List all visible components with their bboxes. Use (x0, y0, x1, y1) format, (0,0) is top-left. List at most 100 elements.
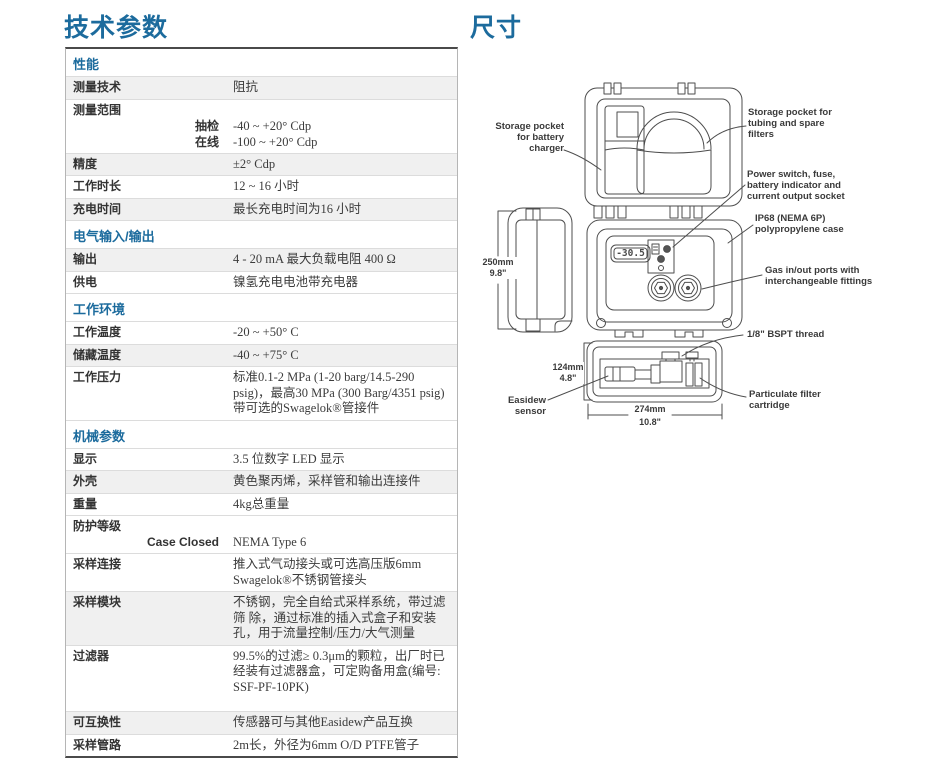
row-label: 采样连接 (73, 557, 122, 571)
table-row: 充电时间 最长充电时间为16 小时 (66, 197, 457, 220)
row-label: 测量技术 (73, 80, 122, 94)
display-value: -30.5 (616, 248, 645, 259)
row-value: 阻抗 (233, 80, 259, 94)
dimension-width-mm-label: 274mm (634, 404, 666, 414)
callout-storage-tubing: Storage pocket for tubing and spare filt… (748, 107, 832, 140)
output-socket (658, 265, 664, 271)
case-front-view (586, 219, 743, 338)
row-label: 充电时间 (73, 201, 122, 216)
row-label: 重量 (73, 496, 98, 511)
row-label: 采样管路 (73, 737, 122, 752)
table-row: 工作温度 -20 ~ +50° C (66, 321, 457, 344)
dimension-depth-label: 124mm 4.8" (552, 362, 584, 384)
callout-gas-ports: Gas in/out ports with interchangeable fi… (765, 265, 873, 287)
case-screw (722, 318, 732, 328)
dimension-width-in-label: 10.8" (639, 417, 661, 427)
row-value: 黄色聚丙烯，采样管和输出连接件 (233, 474, 421, 488)
callout-leader-lines (547, 125, 763, 401)
row-value: 4 - 20 mA 最大负载电阻 400 Ω (233, 252, 396, 266)
case-side-view (507, 207, 573, 333)
section-header-mechanical: 机械参数 (66, 419, 457, 448)
section-header-electrical: 电气输入/输出 (66, 220, 457, 248)
case-section-view (586, 340, 723, 403)
subrow-value: NEMA Type 6 (233, 535, 307, 549)
table-row: 工作时长 12 ~ 16 小时 (66, 175, 457, 198)
power-switch-panel (647, 239, 675, 274)
bspt-thread-fitting (661, 351, 699, 362)
gas-port-icon (674, 274, 702, 302)
table-row: 过滤器 99.5%的过滤≥ 0.3μm的颗粒，出厂时已经装有过滤器盒，可定购备用… (66, 644, 457, 712)
easidew-sensor-drawing (604, 360, 683, 384)
table-row: 外壳 黄色聚丙烯，采样管和输出连接件 (66, 470, 457, 493)
subrow-key: 抽检 (194, 118, 219, 133)
row-value: ±2° Cdp (233, 156, 276, 171)
subrow-value: -100 ~ +20° Cdp (233, 134, 318, 149)
row-value: -40 ~ +75° C (233, 347, 299, 362)
dimension-lines (497, 210, 723, 420)
table-row: 采样模块 不锈钢，完全自给式采样系统，带过滤筛 除，通过标准的插入式盒子和安装孔… (66, 591, 457, 645)
row-label: 供电 (73, 274, 98, 289)
battery-charger-pocket (604, 105, 645, 195)
case-screw (596, 318, 606, 328)
row-value: 传感器可与其他Easidew产品互换 (233, 715, 413, 729)
tubing-pocket (636, 111, 712, 195)
row-value: 最长充电时间为16 小时 (233, 201, 362, 216)
row-label: 过滤器 (73, 648, 110, 663)
spec-table: 性能 测量技术 阻抗 测量范围 抽检 -40 ~ +20° Cdp 在线 -10… (65, 47, 458, 758)
table-row: 精度 ±2° Cdp (66, 152, 457, 175)
display-readout (610, 244, 651, 263)
table-row: 储藏温度 -40 ~ +75° C (66, 343, 457, 366)
row-label: 防护等级 (73, 519, 122, 533)
table-row: 输出 4 - 20 mA 最大负载电阻 400 Ω (66, 248, 457, 271)
row-value: 12 ~ 16 小时 (233, 179, 300, 193)
table-row: 重量 4kg总重量 (66, 492, 457, 516)
case-lid-drawing (584, 82, 743, 219)
section-header-environment: 工作环境 (66, 293, 457, 321)
table-row: 工作压力 标准0.1-2 MPa (1-20 barg/14.5-290 psi… (66, 366, 457, 420)
hinge-slots (593, 205, 703, 219)
gas-port-icon (647, 274, 675, 302)
case-foot (614, 329, 644, 338)
page-title-specs: 技术参数 (64, 14, 169, 42)
callout-power-switch: Power switch, fuse, battery indicator an… (747, 169, 845, 202)
dimensions-diagram: -30.5 Storage pocket for battery charger… (460, 0, 930, 470)
callout-particulate-filter: Particulate filter cartridge (749, 389, 821, 411)
row-value: 4kg总重量 (233, 496, 290, 511)
table-row: 可互换性 传感器可与其他Easidew产品互换 (66, 711, 457, 734)
subrow-key: Case Closed (146, 535, 219, 549)
section-header-performance: 性能 (73, 57, 100, 72)
table-row: 供电 镍氢充电电池带充电器 (66, 270, 457, 294)
particulate-filter-drawing (685, 362, 703, 387)
row-value: 标准0.1-2 MPa (1-20 barg/14.5-290 psig)，最高… (233, 370, 445, 415)
row-label: 测量范围 (73, 102, 122, 117)
callout-ip68-case: IP68 (NEMA 6P) polypropylene case (755, 213, 844, 235)
row-value: 镍氢充电电池带充电器 (233, 274, 359, 289)
dimension-height-label: 250mm 9.8" (472, 257, 524, 279)
row-value: -20 ~ +50° C (233, 325, 299, 339)
table-row: 防护等级 Case Closed NEMA Type 6 (66, 515, 457, 553)
page-title-dimensions: 尺寸 (470, 14, 523, 42)
callout-easidew-sensor: Easidew sensor (507, 395, 546, 417)
row-label: 储藏温度 (73, 347, 122, 362)
callout-storage-battery: Storage pocket for battery charger (495, 121, 564, 154)
table-row: 采样管路 2m长，外径为6mm O/D PTFE管子 (66, 733, 457, 757)
case-foot (674, 329, 704, 338)
subrow-key: 在线 (194, 134, 219, 149)
row-value: 99.5%的过滤≥ 0.3μm的颗粒，出厂时已经装有过滤器盒，可定购备用盒(编号… (233, 648, 445, 694)
battery-indicator-light (663, 245, 671, 253)
row-value: 不锈钢，完全自给式采样系统，带过滤筛 除，通过标准的插入式盒子和安装孔，用于流量… (233, 595, 446, 640)
row-label: 外壳 (73, 474, 98, 488)
power-switch-icon (651, 243, 660, 255)
case-line-drawing (497, 82, 763, 420)
table-row: 显示 3.5 位数字 LED 显示 (66, 447, 457, 471)
row-label: 精度 (73, 156, 98, 171)
row-label: 工作压力 (73, 370, 122, 384)
row-label: 可互换性 (73, 715, 122, 729)
table-row: 采样连接 推入式气动接头或可选高压版6mm Swagelok®不锈钢管接头 (66, 553, 457, 591)
table-row: 测量范围 抽检 -40 ~ +20° Cdp 在线 -100 ~ +20° Cd… (66, 98, 457, 153)
row-value: 3.5 位数字 LED 显示 (233, 451, 345, 466)
callout-bspt-thread: 1/8" BSPT thread (747, 329, 825, 340)
row-label: 采样模块 (73, 595, 122, 609)
row-label: 输出 (73, 252, 98, 266)
table-row: 测量技术 阻抗 (66, 76, 457, 99)
